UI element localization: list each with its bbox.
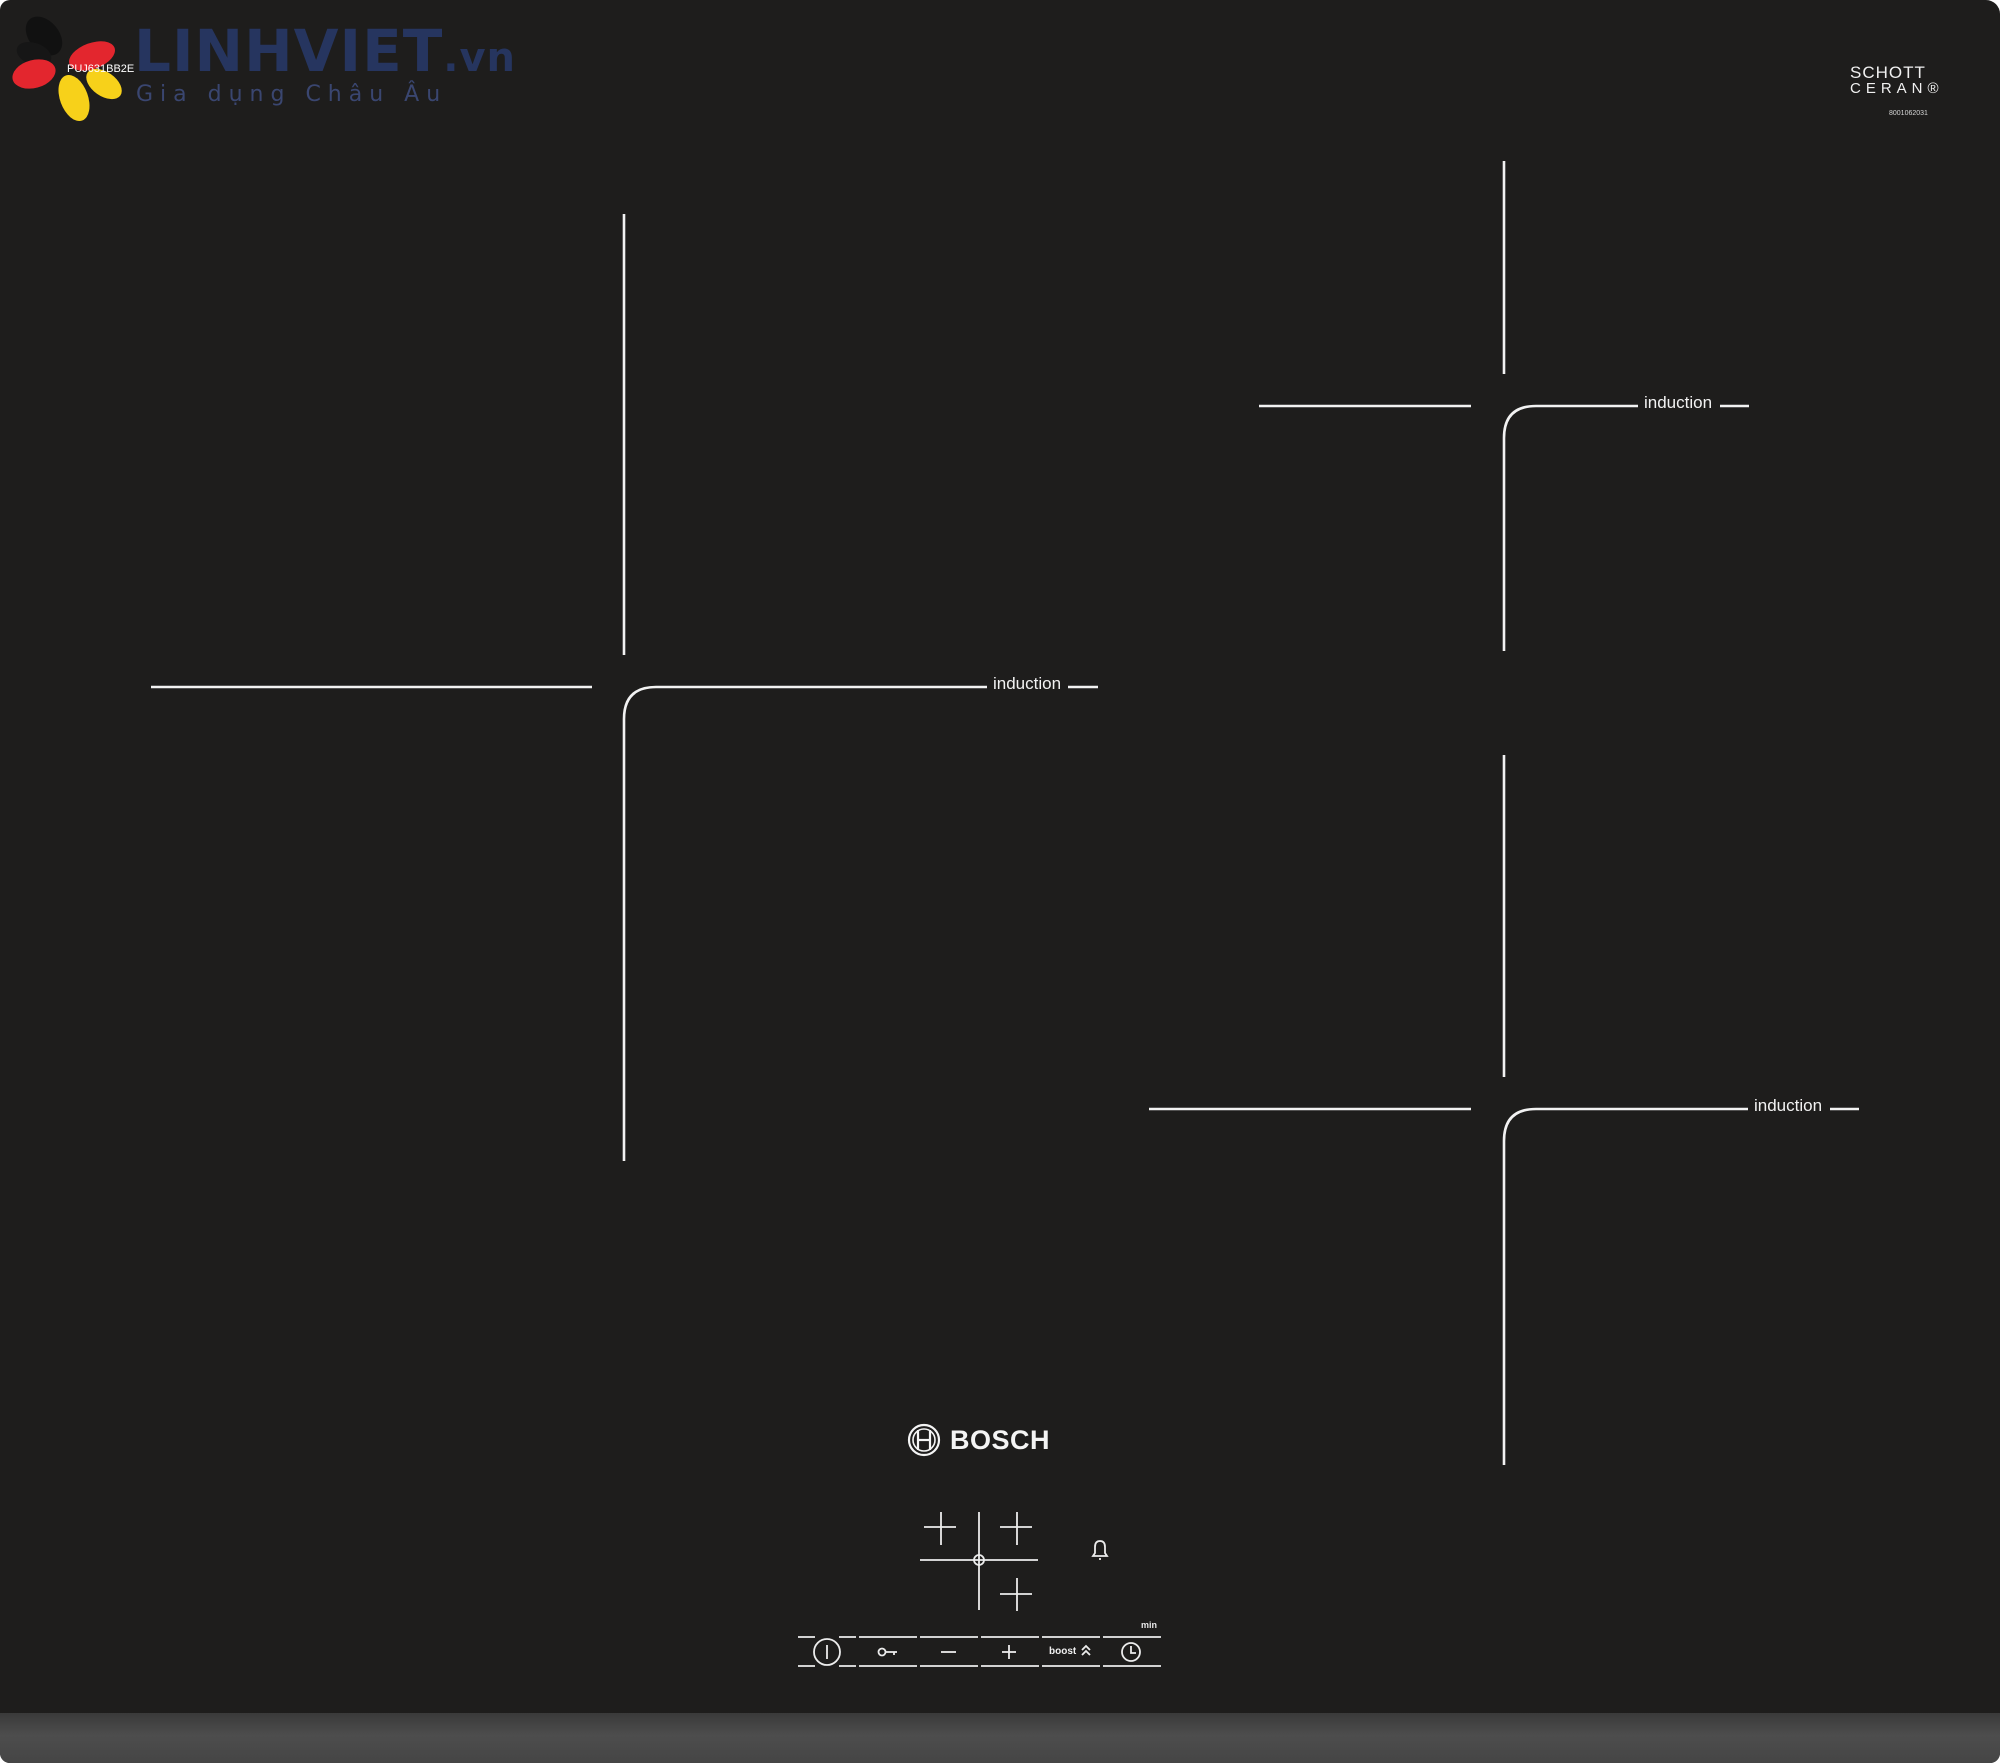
timer-button[interactable] — [1121, 1642, 1141, 1662]
watermark-logo: LINHVIET.vn Gia dụng Châu Âu PUJ631BB2E — [12, 14, 532, 124]
zone-rear-right-label: induction — [1644, 393, 1712, 412]
timer-min-label: min — [1141, 1620, 1158, 1630]
bosch-logo-outer-ring — [907, 1423, 941, 1457]
zone-rear-right-corner — [1502, 404, 1638, 651]
watermark-tld: .vn — [443, 35, 517, 81]
petal-red-left — [12, 59, 56, 89]
ceran-text: CERAN® — [1850, 80, 1944, 97]
touch-control-strip — [798, 1636, 1161, 1667]
bell-icon[interactable] — [1091, 1540, 1109, 1560]
zone-front-right[interactable]: induction — [1149, 755, 1859, 1465]
brand-name: BOSCH — [950, 1424, 1051, 1455]
brand-logo-spacer — [906, 1423, 940, 1457]
plus-icon — [1002, 1645, 1016, 1659]
zone-front-left-corner — [622, 685, 987, 1161]
double-chevron-up-icon — [1081, 1644, 1091, 1656]
watermark-brand: LINHVIET.vn — [134, 17, 517, 85]
petal-yellow-bottom — [58, 74, 90, 122]
clock-icon — [1121, 1642, 1141, 1662]
zone-front-left-large[interactable]: induction — [151, 214, 1098, 1161]
clock-icon-face — [1121, 1642, 1141, 1662]
flower-petals-icon — [12, 16, 122, 122]
zone-front-right-corner — [1502, 1107, 1748, 1465]
chevron-up-bottom — [1081, 1649, 1091, 1656]
zone-rear-right[interactable]: induction — [1259, 161, 1749, 651]
zone-front-left-label: induction — [993, 674, 1061, 693]
zone-select-front-left-large[interactable] — [924, 1512, 956, 1545]
schott-text: SCHOTT — [1850, 63, 1926, 82]
brand-logo: BOSCH — [906, 1422, 1050, 1458]
bosch-armature-icon — [907, 1423, 941, 1457]
power-icon — [813, 1638, 841, 1666]
clock-icon-hands — [1130, 1646, 1136, 1654]
zone-select-front-right[interactable] — [1000, 1578, 1032, 1611]
cross-hair-zones-icon — [920, 1512, 1038, 1611]
plus-button[interactable] — [1002, 1645, 1016, 1659]
boost-button[interactable] — [1081, 1644, 1091, 1656]
petal-red-top — [69, 41, 115, 71]
model-number: PUJ631BB2E — [67, 63, 135, 75]
zone-select-rear-right[interactable] — [1000, 1512, 1032, 1545]
zone-selector-center-icon — [973, 1554, 985, 1566]
key-lock-button[interactable] — [877, 1647, 898, 1657]
zone-front-right-label: induction — [1754, 1096, 1822, 1115]
bell-icon-body — [1091, 1540, 1109, 1557]
schott-ceran-logo: SCHOTT CERAN® — [1850, 64, 1950, 97]
petal-yellow-right — [86, 68, 122, 100]
boost-label: boost — [1049, 1646, 1077, 1657]
glass-serial-code: 8001062031 — [1889, 110, 1928, 117]
power-button[interactable] — [813, 1638, 841, 1666]
watermark-tagline: Gia dụng Châu Âu — [136, 82, 448, 107]
key-lock-icon — [877, 1647, 897, 1657]
bosch-logo-inner-ring — [912, 1428, 936, 1452]
chevron-up-top — [1081, 1644, 1091, 1651]
key-lock-icon-ring — [877, 1647, 887, 1657]
front-bezel-edge — [0, 1713, 2000, 1763]
